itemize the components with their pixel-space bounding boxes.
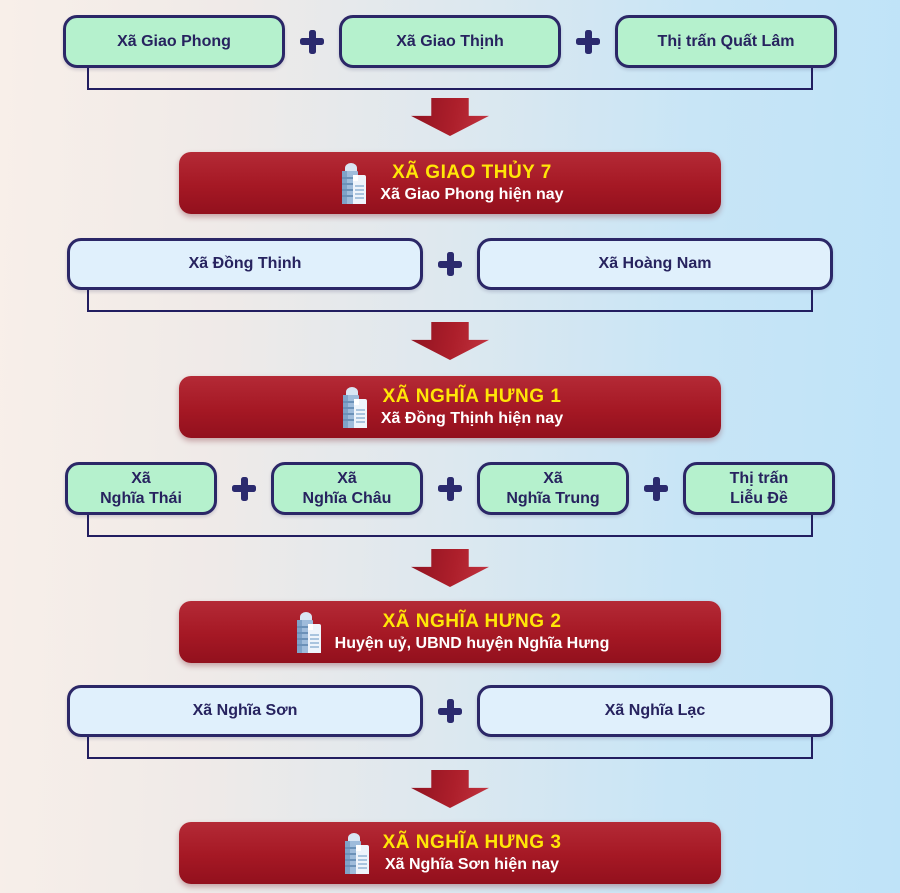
source-box: Xã Nghĩa Châu — [271, 462, 423, 515]
result-box: XÃ NGHĨA HƯNG 3 Xã Nghĩa Sơn hiện nay — [179, 822, 721, 884]
source-box-label: Xã Nghĩa Lạc — [604, 702, 706, 719]
down-arrow-icon — [411, 549, 489, 587]
result-box: XÃ NGHĨA HƯNG 1 Xã Đồng Thịnh hiện nay — [179, 376, 721, 438]
plus-icon — [438, 476, 462, 501]
source-box: Thị trấn Liễu Đề — [683, 462, 835, 515]
merge-group: Xã Đồng Thịnh Xã Hoàng Nam — [0, 214, 900, 438]
plus-icon — [576, 29, 600, 54]
down-arrow-icon — [411, 98, 489, 136]
result-title: XÃ GIAO THỦY 7 — [392, 162, 552, 183]
source-box-label: Xã — [131, 469, 151, 487]
source-box-label: Xã Hoàng Nam — [598, 255, 712, 272]
down-arrow-icon — [411, 770, 489, 808]
source-box: Xã Hoàng Nam — [477, 238, 833, 290]
result-subtitle: Xã Nghĩa Sơn hiện nay — [384, 855, 560, 873]
source-box-label: Xã — [543, 469, 563, 487]
result-subtitle: Xã Đồng Thịnh hiện nay — [380, 409, 564, 427]
source-box-label: Nghĩa Trung — [506, 489, 600, 507]
plus-icon — [644, 476, 668, 501]
source-box-label: Thị trấn Quất Lâm — [657, 32, 795, 50]
source-box: Xã Đồng Thịnh — [67, 238, 423, 290]
source-row: Xã Nghĩa Thái Xã Nghĩa Châu Xã Nghĩa Tru… — [0, 438, 900, 515]
merge-group: Xã Giao Phong Xã Giao Thịnh Thị trấn Quấ… — [0, 0, 900, 214]
result-subtitle: Xã Giao Phong hiện nay — [380, 185, 564, 203]
merge-bracket — [87, 737, 813, 759]
result-title: XÃ NGHĨA HƯNG 3 — [382, 832, 562, 853]
building-icon — [296, 612, 321, 653]
merge-bracket — [87, 290, 813, 312]
result-box: XÃ NGHĨA HƯNG 2 Huyện uỷ, UBND huyện Ngh… — [179, 601, 721, 663]
source-box: Xã Nghĩa Sơn — [67, 685, 423, 737]
source-box-label: Nghĩa Châu — [302, 489, 392, 507]
plus-icon — [300, 29, 324, 54]
source-box-label: Xã Đồng Thịnh — [188, 255, 302, 272]
plus-icon — [232, 476, 256, 501]
merge-bracket — [87, 68, 813, 90]
source-box-label: Thị trấn — [729, 469, 789, 487]
down-arrow-icon — [411, 322, 489, 360]
merge-group: Xã Nghĩa Sơn Xã Nghĩa Lạc — [0, 663, 900, 884]
source-box: Xã Giao Thịnh — [339, 15, 561, 68]
source-box: Thị trấn Quất Lâm — [615, 15, 837, 68]
merge-group: Xã Nghĩa Thái Xã Nghĩa Châu Xã Nghĩa Tru… — [0, 438, 900, 663]
source-box-label: Xã Giao Phong — [117, 32, 231, 50]
source-box: Xã Nghĩa Lạc — [477, 685, 833, 737]
building-icon — [342, 387, 367, 428]
merge-bracket — [87, 515, 813, 537]
source-box-label: Xã Nghĩa Sơn — [192, 702, 298, 719]
source-box-label: Liễu Đề — [730, 489, 788, 507]
result-title: XÃ NGHĨA HƯNG 1 — [382, 386, 562, 407]
plus-icon — [438, 252, 462, 276]
source-box: Xã Giao Phong — [63, 15, 285, 68]
source-box-label: Xã — [337, 469, 357, 487]
building-icon — [344, 833, 369, 874]
source-row: Xã Nghĩa Sơn Xã Nghĩa Lạc — [0, 663, 900, 737]
source-box: Xã Nghĩa Thái — [65, 462, 217, 515]
building-icon — [342, 163, 367, 204]
source-row: Xã Đồng Thịnh Xã Hoàng Nam — [0, 214, 900, 290]
source-box-label: Nghĩa Thái — [100, 489, 182, 507]
result-box: XÃ GIAO THỦY 7 Xã Giao Phong hiện nay — [179, 152, 721, 214]
plus-icon — [438, 699, 462, 723]
result-title: XÃ NGHĨA HƯNG 2 — [382, 611, 562, 632]
source-box-label: Xã Giao Thịnh — [396, 32, 504, 50]
source-row: Xã Giao Phong Xã Giao Thịnh Thị trấn Quấ… — [0, 0, 900, 68]
result-subtitle: Huyện uỷ, UBND huyện Nghĩa Hưng — [334, 634, 610, 652]
source-box: Xã Nghĩa Trung — [477, 462, 629, 515]
